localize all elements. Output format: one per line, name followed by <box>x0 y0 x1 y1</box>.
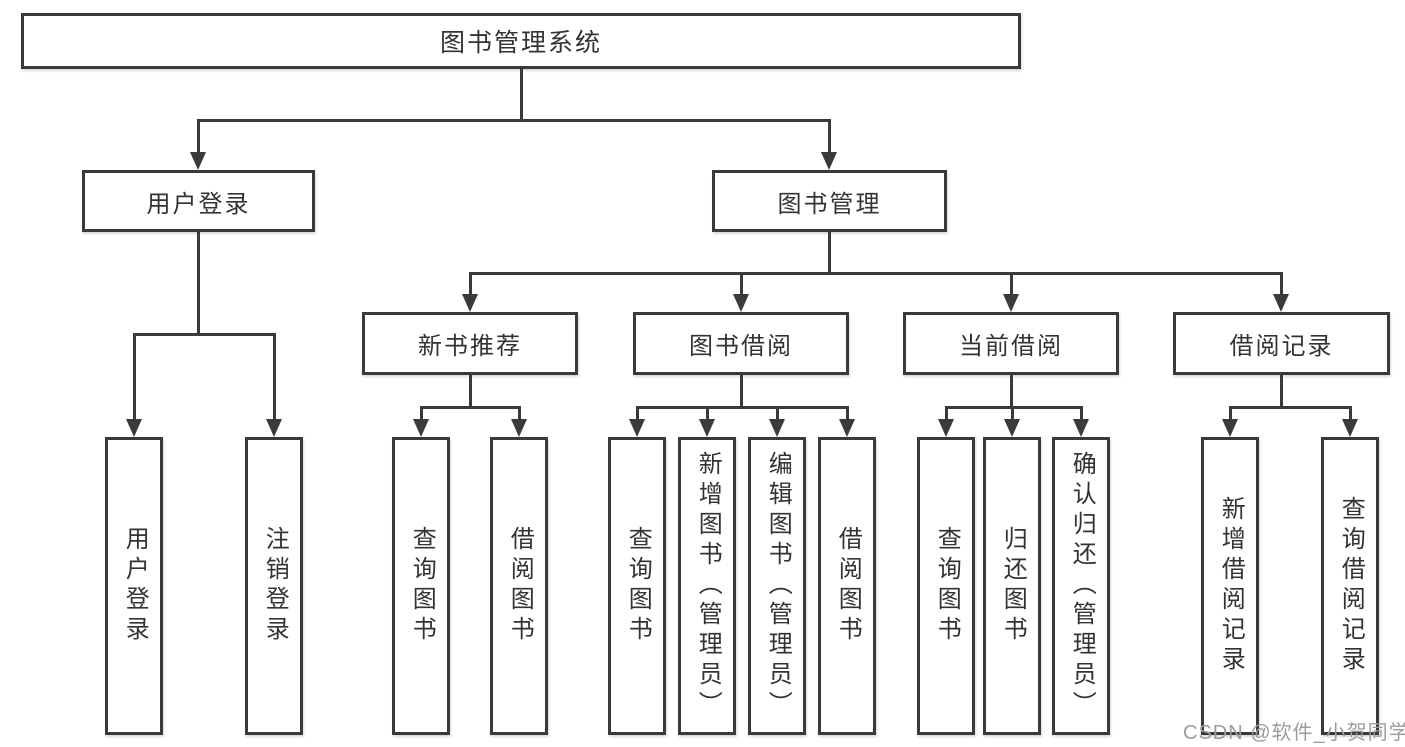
node-current-borrowing: 当前借阅 <box>903 312 1119 375</box>
arrow-down-icon <box>733 294 749 312</box>
leaf-logout: 注销登录 <box>245 437 303 735</box>
leaf-return-books: 归还图书 <box>983 437 1041 735</box>
connector-line <box>740 374 743 407</box>
connector-line <box>469 274 472 295</box>
arrow-down-icon <box>1222 419 1238 437</box>
leaf-query-borrow-record: 查询借阅记录 <box>1321 437 1379 735</box>
connector-line <box>636 408 639 421</box>
node-user-login-label: 用户登录 <box>146 190 251 218</box>
leaf-confirm-return-admin: 确认归还（管理员） <box>1052 437 1110 735</box>
connector-line <box>1080 408 1083 421</box>
arrow-down-icon <box>1003 294 1019 312</box>
connector-line <box>1349 408 1352 421</box>
node-borrowing-records-label: 借阅记录 <box>1229 333 1334 360</box>
leaf-recommend-borrow-books-label: 借阅图书 <box>506 526 534 646</box>
connector-line <box>469 374 472 407</box>
leaf-recommend-query-books: 查询图书 <box>392 437 450 735</box>
arrow-down-icon <box>511 419 527 437</box>
csdn-watermark: CSDN @软件_小贺同学 <box>1183 722 1405 744</box>
connector-line <box>420 406 521 409</box>
connector-line <box>197 121 200 153</box>
arrow-down-icon <box>938 419 954 437</box>
connector-line <box>518 408 521 421</box>
connector-line <box>1229 406 1352 409</box>
leaf-add-borrow-record: 新增借阅记录 <box>1201 437 1259 735</box>
leaf-confirm-return-admin-label: 确认归还（管理员） <box>1068 451 1096 721</box>
arrow-down-icon <box>629 419 645 437</box>
connector-line <box>846 408 849 421</box>
arrow-down-icon <box>839 419 855 437</box>
arrow-down-icon <box>769 419 785 437</box>
leaf-user-login: 用户登录 <box>105 437 163 735</box>
connector-line <box>469 272 1283 275</box>
connector-line <box>636 406 849 409</box>
arrow-down-icon <box>699 419 715 437</box>
node-new-book-recommend: 新书推荐 <box>362 312 578 375</box>
leaf-borrowing-borrow-books: 借阅图书 <box>818 437 876 735</box>
leaf-recommend-borrow-books: 借阅图书 <box>490 437 548 735</box>
leaf-user-login-label: 用户登录 <box>121 526 149 646</box>
connector-line <box>197 231 200 335</box>
arrow-down-icon <box>266 419 282 437</box>
leaf-query-borrow-record-label: 查询借阅记录 <box>1337 496 1365 676</box>
arrow-down-icon <box>462 294 478 312</box>
leaf-current-query-books-label: 查询图书 <box>933 526 961 646</box>
node-new-book-recommend-label: 新书推荐 <box>418 333 522 360</box>
leaf-borrowing-query-books-label: 查询图书 <box>624 526 652 646</box>
connector-line <box>706 408 709 421</box>
connector-line <box>420 408 423 421</box>
arrow-down-icon <box>1342 419 1358 437</box>
connector-line <box>1010 274 1013 295</box>
arrow-down-icon <box>126 419 142 437</box>
leaf-current-query-books: 查询图书 <box>917 437 975 735</box>
connector-line <box>520 67 523 121</box>
connector-line <box>133 333 276 336</box>
connector-line <box>1280 374 1283 407</box>
connector-line <box>945 408 948 421</box>
leaf-logout-label: 注销登录 <box>261 526 289 646</box>
node-book-management-label: 图书管理 <box>777 190 882 218</box>
arrow-down-icon <box>1004 419 1020 437</box>
connector-line <box>133 335 136 421</box>
node-root: 图书管理系统 <box>21 13 1021 69</box>
arrow-down-icon <box>413 419 429 437</box>
leaf-return-books-label: 归还图书 <box>999 526 1027 646</box>
connector-line <box>197 119 831 122</box>
connector-line <box>273 335 276 421</box>
leaf-add-books-admin: 新增图书（管理员） <box>678 437 736 735</box>
leaf-edit-books-admin: 编辑图书（管理员） <box>748 437 806 735</box>
leaf-add-borrow-record-label: 新增借阅记录 <box>1217 496 1245 676</box>
node-book-borrowing: 图书借阅 <box>633 312 849 375</box>
connector-line <box>1010 374 1013 407</box>
node-root-label: 图书管理系统 <box>439 29 602 57</box>
arrow-down-icon <box>190 152 206 170</box>
arrow-down-icon <box>1273 294 1289 312</box>
node-current-borrowing-label: 当前借阅 <box>959 333 1063 360</box>
node-user-login: 用户登录 <box>82 170 315 232</box>
arrow-down-icon <box>821 152 837 170</box>
leaf-add-books-admin-label: 新增图书（管理员） <box>694 451 722 721</box>
leaf-recommend-query-books-label: 查询图书 <box>408 526 436 646</box>
node-borrowing-records: 借阅记录 <box>1173 312 1390 375</box>
leaf-edit-books-admin-label: 编辑图书（管理员） <box>764 451 792 721</box>
node-book-borrowing-label: 图书借阅 <box>689 333 793 360</box>
connector-line <box>1280 274 1283 295</box>
leaf-borrowing-borrow-books-label: 借阅图书 <box>834 526 862 646</box>
leaf-borrowing-query-books: 查询图书 <box>608 437 666 735</box>
arrow-down-icon <box>1073 419 1089 437</box>
connector-line <box>945 406 1083 409</box>
connector-line <box>1011 408 1014 421</box>
connector-line <box>1229 408 1232 421</box>
connector-line <box>828 231 831 273</box>
node-book-management: 图书管理 <box>712 170 947 232</box>
connector-line <box>740 274 743 295</box>
connector-line <box>776 408 779 421</box>
connector-line <box>828 121 831 153</box>
